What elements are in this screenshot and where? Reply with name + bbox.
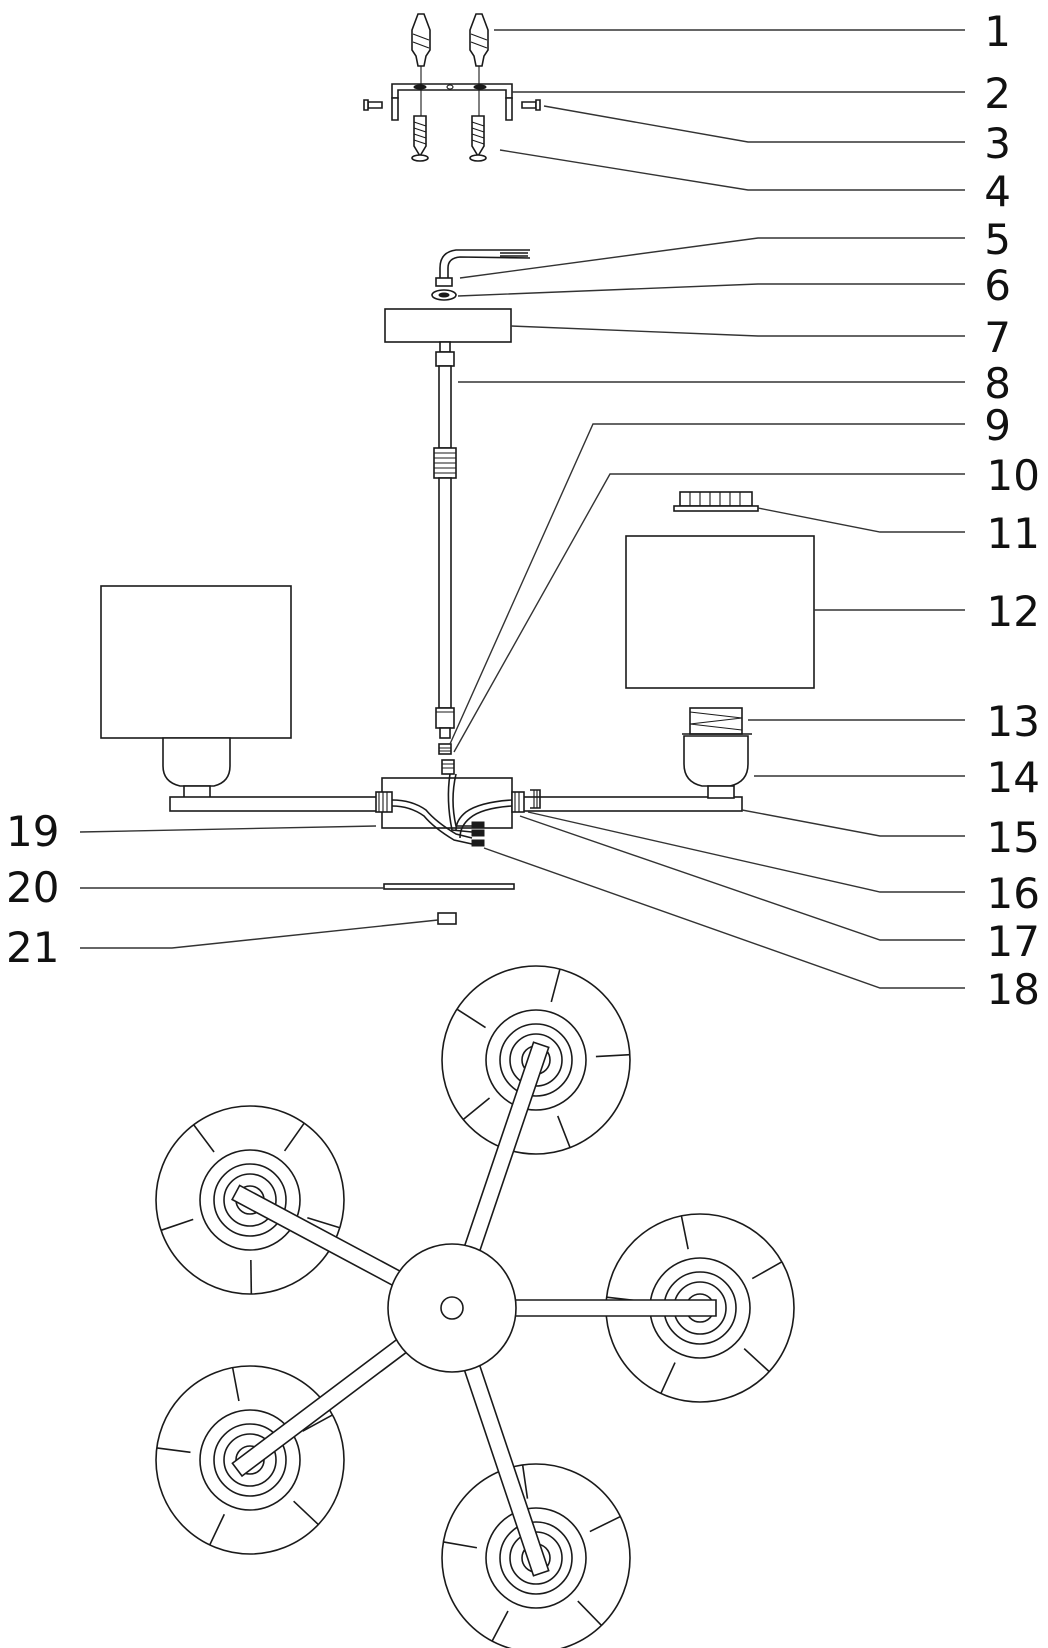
top-shade-spoke	[743, 1348, 770, 1373]
top-shade-spoke	[293, 1500, 319, 1526]
side-view	[100, 13, 815, 925]
top-shade-spoke	[680, 1215, 689, 1250]
part-12-right-shade	[625, 535, 815, 689]
callout-6: 6	[984, 261, 1011, 310]
top-shade-spoke	[462, 1097, 491, 1121]
top-shade-spoke	[160, 1218, 194, 1232]
callout-16: 16	[987, 869, 1040, 918]
part-15-arms	[169, 796, 743, 812]
top-holder-inner	[223, 1433, 277, 1487]
part-21-finial	[437, 912, 457, 925]
top-arm-3	[513, 1299, 717, 1317]
callout-12: 12	[987, 587, 1040, 636]
part-1-wall-anchors	[411, 13, 489, 67]
top-shade-spoke	[550, 968, 561, 1003]
top-holder-inner	[213, 1163, 287, 1237]
top-shade-spoke	[660, 1362, 676, 1394]
top-shade-spoke	[156, 1447, 191, 1454]
part-11-shade-ring	[673, 491, 759, 512]
callout-4: 4	[984, 167, 1011, 216]
callout-17: 17	[987, 917, 1040, 966]
top-shade-spoke	[595, 1053, 630, 1058]
callout-3: 3	[984, 119, 1011, 168]
callout-numbers: 1 2 3 4 5 6 7 8 9 10 11 12 13 14 15 16 1…	[6, 7, 1040, 1014]
callout-15: 15	[987, 813, 1040, 862]
top-shade-spoke	[456, 1008, 486, 1029]
part-7-canopy	[384, 308, 512, 343]
part-9-10-nut-and-coupling	[438, 743, 452, 755]
part-8-down-rod	[433, 341, 457, 739]
top-shade-spoke	[209, 1513, 226, 1546]
callout-14: 14	[987, 753, 1040, 802]
top-shade-spoke	[302, 1414, 333, 1432]
callout-20: 20	[6, 863, 59, 912]
top-shade-spoke	[443, 1541, 478, 1549]
part-4-wood-screws	[411, 115, 487, 162]
top-holder-inner	[223, 1173, 277, 1227]
part-6-washer	[431, 289, 457, 301]
top-shade-spoke	[556, 1115, 571, 1148]
part-5-cable-and-nipple	[435, 249, 531, 287]
top-shade-spoke	[521, 1464, 529, 1499]
top-holder-inner	[499, 1521, 573, 1595]
top-shade-spoke	[283, 1122, 305, 1152]
callout-1: 1	[984, 7, 1011, 56]
top-shade-spoke	[751, 1261, 783, 1280]
part-13-bulb-thread	[682, 707, 752, 735]
top-shade-spoke	[307, 1216, 341, 1229]
callout-2: 2	[984, 69, 1011, 118]
callout-9: 9	[984, 401, 1011, 450]
part-14-lamp-holder	[683, 735, 749, 799]
part-2-mounting-bracket	[391, 83, 513, 121]
callout-21: 21	[6, 923, 59, 972]
leader-lines	[79, 29, 965, 989]
callout-5: 5	[984, 215, 1011, 264]
callout-19: 19	[6, 807, 59, 856]
callout-13: 13	[987, 697, 1040, 746]
part-20-bottom-plate	[383, 883, 515, 890]
callout-8: 8	[984, 359, 1011, 408]
top-center-hub	[387, 1243, 517, 1373]
top-view	[155, 965, 795, 1648]
callout-10: 10	[987, 451, 1040, 500]
top-center-hole	[440, 1296, 464, 1320]
top-shade-spoke	[193, 1124, 215, 1153]
left-lamp-assembly	[100, 585, 292, 799]
top-holder-inner	[499, 1023, 573, 1097]
top-holder-inner	[213, 1423, 287, 1497]
top-shade-spoke	[491, 1610, 509, 1642]
top-shade-spoke	[577, 1600, 603, 1626]
top-shade-spoke	[589, 1515, 621, 1533]
callout-18: 18	[987, 965, 1040, 1014]
top-shade-spoke	[231, 1367, 240, 1402]
callout-7: 7	[984, 313, 1011, 362]
callout-11: 11	[987, 509, 1040, 558]
part-3-bracket-screws	[363, 99, 541, 111]
central-junction-box	[375, 759, 541, 847]
